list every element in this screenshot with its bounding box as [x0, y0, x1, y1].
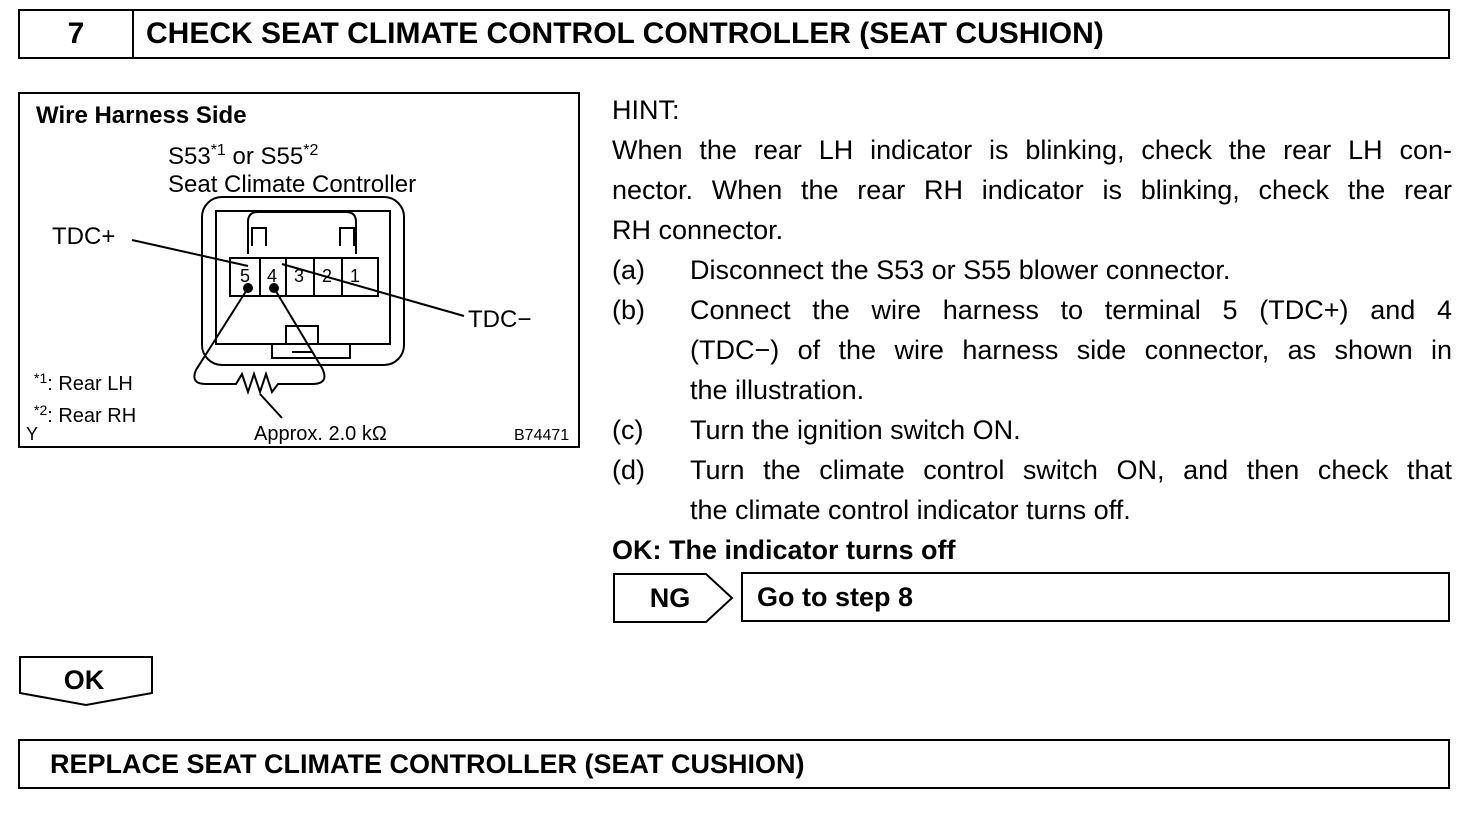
instruction-letter: (d) — [612, 455, 645, 485]
figure-id: B74471 — [514, 427, 569, 444]
step-header: 7 CHECK SEAT CLIMATE CONTROL CONTROLLER … — [18, 9, 1450, 59]
goto-step-label: Go to step 8 — [757, 581, 914, 612]
goto-step-box: Go to step 8 — [741, 572, 1450, 622]
hint-block: HINT: When the rear LH indicator is blin… — [612, 90, 1452, 570]
hint-line-2: nector. When the rear RH indicator is bl… — [612, 175, 1452, 205]
instruction-text: Turn the ignition switch ON. — [690, 415, 1021, 445]
hint-line-1: When the rear LH indicator is blinking, … — [612, 135, 1452, 165]
connector-housing — [201, 196, 405, 366]
tdc-plus-label: TDC+ — [52, 223, 115, 250]
instruction-text: the illustration. — [690, 375, 865, 405]
hint-label: HINT: — [612, 95, 680, 125]
instruction-c: (c) Turn the ignition switch ON. — [612, 410, 1452, 450]
step-number: 7 — [20, 11, 134, 57]
replace-action-box: REPLACE SEAT CLIMATE CONTROLLER (SEAT CU… — [18, 739, 1450, 789]
pin-1: 1 — [350, 266, 360, 286]
instruction-text: the climate control indicator turns off. — [690, 495, 1131, 525]
hint-line-3: RH connector. — [612, 215, 784, 245]
instruction-d: (d) Turn the climate control switch ON, … — [612, 450, 1452, 530]
meter-lead — [193, 287, 326, 396]
instruction-b: (b) Connect the wire harness to terminal… — [612, 290, 1452, 410]
instruction-text: Connect the wire harness to terminal 5 (… — [690, 295, 1452, 325]
tdc-minus-label: TDC− — [468, 306, 531, 333]
ng-arrow-shape: NG — [613, 573, 734, 623]
ng-label: NG — [650, 583, 691, 613]
instruction-text: Disconnect the S53 or S55 blower connect… — [690, 255, 1231, 285]
corner-mark: Y — [26, 424, 38, 444]
tdc-plus-leader — [131, 239, 249, 267]
tdc-minus-leader — [281, 263, 465, 317]
pin-5: 5 — [240, 266, 250, 286]
ok-label: OK — [64, 665, 105, 695]
replace-title: REPLACE SEAT CLIMATE CONTROLLER (SEAT CU… — [50, 748, 805, 779]
pin-block — [229, 257, 379, 297]
connector-figure: Wire Harness Side S53*1 or S55*2 Seat Cl… — [18, 92, 580, 448]
connector-diagram: Wire Harness Side S53*1 or S55*2 Seat Cl… — [26, 102, 569, 445]
resistance-label: Approx. 2.0 kΩ — [254, 423, 387, 445]
ng-arrow-box: NG — [612, 572, 736, 629]
pin-3: 3 — [294, 266, 304, 286]
instruction-text: Turn the climate control switch ON, and … — [690, 455, 1452, 485]
connector-label: S53*1 or S55*2 — [168, 142, 318, 170]
ok-arrow-box: OK — [18, 655, 156, 712]
note-rear-lh: *1: Rear LH — [34, 370, 133, 395]
connector-lock — [271, 344, 351, 359]
connector-latch — [247, 211, 357, 254]
instruction-text: (TDC−) of the wire harness side connecto… — [690, 335, 1452, 365]
instruction-a: (a) Disconnect the S53 or S55 blower con… — [612, 250, 1452, 290]
note-rear-rh: *2: Rear RH — [34, 402, 136, 427]
step-title: CHECK SEAT CLIMATE CONTROL CONTROLLER (S… — [146, 17, 1104, 50]
ok-arrow-shape: OK — [19, 656, 153, 707]
instruction-letter: (a) — [612, 255, 645, 285]
connector-name: Seat Climate Controller — [168, 171, 416, 198]
ok-criteria: OK: The indicator turns off — [612, 535, 956, 565]
pin-4: 4 — [267, 266, 277, 286]
figure-heading: Wire Harness Side — [36, 102, 247, 129]
resistance-leader — [259, 393, 283, 419]
instruction-letter: (c) — [612, 415, 644, 445]
instruction-letter: (b) — [612, 295, 645, 325]
